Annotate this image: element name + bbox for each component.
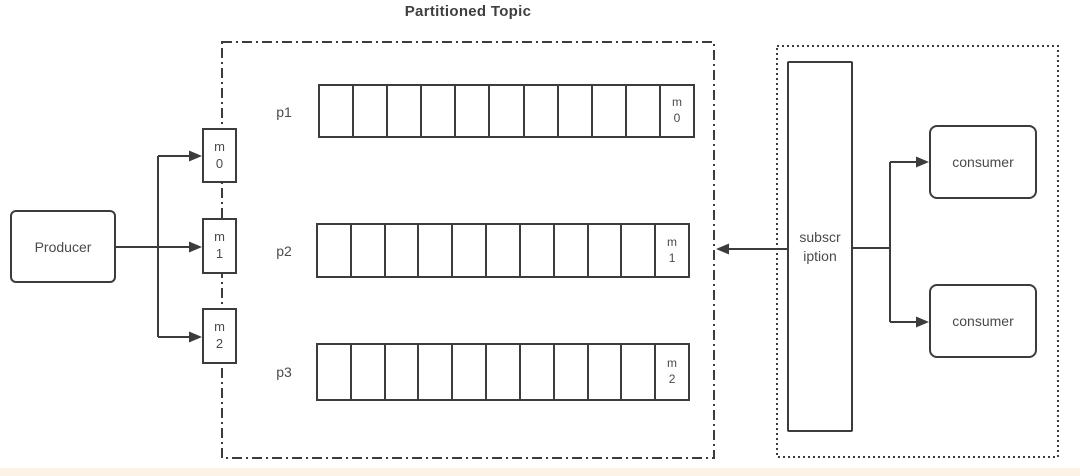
diagram-title: Partitioned Topic	[404, 3, 532, 20]
partition-cell	[552, 225, 587, 276]
partition-cell	[417, 345, 451, 399]
subscription-box: subscr iption	[787, 61, 853, 432]
partition-cell	[318, 345, 350, 399]
cell-message-line1: m	[667, 356, 678, 371]
partition-cell	[420, 86, 454, 136]
partition-cell	[586, 345, 621, 399]
arrowhead-to-consumer2-icon	[916, 316, 929, 328]
partition-cell	[518, 345, 553, 399]
message-m0-line2: 0	[215, 155, 224, 171]
partition-cell	[552, 345, 587, 399]
arrowhead-to-m2-icon	[189, 331, 202, 343]
partition-cell	[318, 225, 350, 276]
partition-cell	[620, 225, 654, 276]
partition-cell	[451, 225, 485, 276]
partition-cell	[349, 345, 384, 399]
message-box-m0: m 0	[202, 128, 237, 183]
cell-message-line2: 0	[673, 111, 681, 125]
partition-label-p2: p2	[276, 243, 292, 259]
partition-cell	[320, 86, 352, 136]
cell-message-line2: 2	[668, 372, 676, 386]
cell-message-line1: m	[667, 234, 678, 249]
partition-cell	[620, 345, 654, 399]
partition-cell	[485, 345, 519, 399]
cell-message-line2: 1	[668, 250, 676, 265]
partition-cell	[590, 86, 625, 136]
consumer-box-1: consumer	[929, 125, 1037, 199]
message-m1-line2: 1	[215, 246, 224, 261]
arrowhead-to-consumer1-icon	[916, 156, 929, 168]
subscription-label-line1: subscr	[799, 228, 841, 245]
producer-label: Producer	[34, 238, 92, 255]
arrowhead-to-m1-icon	[189, 241, 202, 253]
partition-cell	[383, 225, 418, 276]
partition-cell	[454, 86, 488, 136]
consumer-2-label: consumer	[952, 313, 1014, 329]
cell-message-line1: m	[671, 95, 682, 110]
partition-cell	[488, 86, 522, 136]
message-m1-line1: m	[214, 229, 225, 245]
subscription-label-line2: iption	[803, 247, 837, 264]
message-m0-line1: m	[214, 138, 225, 154]
consumer-box-2: consumer	[929, 284, 1037, 358]
arrowhead-to-m0-icon	[189, 150, 202, 162]
partition-cell	[451, 345, 485, 399]
partition-label-p1: p1	[276, 104, 292, 120]
partition-cell	[556, 86, 591, 136]
partition-cell	[383, 345, 418, 399]
producer-box: Producer	[10, 210, 116, 283]
message-m2-line2: 2	[215, 336, 224, 351]
arrowhead-to-topic-icon	[716, 243, 729, 255]
partition-cell	[386, 86, 420, 136]
partition-cell	[518, 225, 553, 276]
message-box-m2: m 2	[202, 308, 237, 364]
partition-cell	[417, 225, 451, 276]
subscription-group-border	[776, 45, 1059, 458]
partition-cell	[522, 86, 557, 136]
partition-label-p3: p3	[276, 364, 292, 380]
partition-cell	[485, 225, 519, 276]
partition-cell	[352, 86, 386, 136]
consumer-1-label: consumer	[952, 154, 1014, 170]
message-box-m1: m 1	[202, 218, 237, 274]
partition-cell	[586, 225, 621, 276]
message-m2-line1: m	[214, 319, 225, 335]
partition-cell	[349, 225, 384, 276]
partition-cell	[624, 86, 659, 136]
bottom-edge-strip	[0, 468, 1080, 476]
